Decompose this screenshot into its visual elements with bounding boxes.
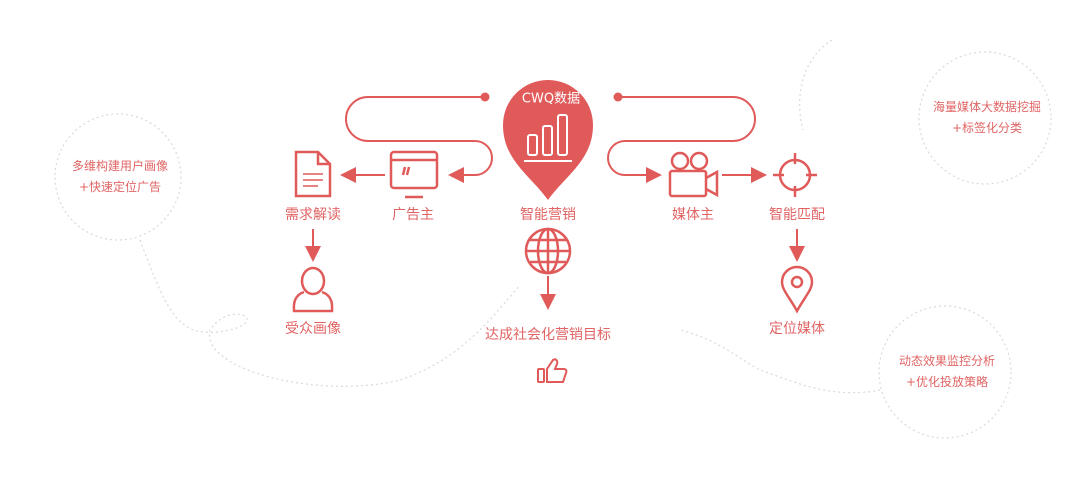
- bar-chart-icon: [524, 114, 572, 162]
- note-line: 海量媒体大数据挖掘: [932, 100, 1042, 114]
- note-circle-bottom-right: [878, 305, 1012, 439]
- crosshair-icon: [773, 153, 817, 197]
- matching-label: 智能匹配: [769, 207, 825, 223]
- left-flow-line: [345, 96, 493, 183]
- note-line: +优化投放策略: [905, 375, 989, 389]
- document-icon: [294, 150, 332, 198]
- note-circle-left: [54, 113, 182, 241]
- dotted-path-top-right: [799, 39, 833, 131]
- note-line: 动态效果监控分析: [898, 354, 996, 368]
- person-icon: [292, 266, 334, 313]
- advertiser-label: 广告主: [392, 207, 434, 223]
- right-flow-line: [607, 96, 756, 183]
- hub-title: CWQ数据: [521, 91, 581, 107]
- dotted-path-left: [139, 239, 521, 387]
- media-owner-label: 媒体主: [672, 207, 714, 223]
- positioning-label: 定位媒体: [769, 321, 825, 337]
- note-line: +快速定位广告: [78, 180, 162, 194]
- monitor-icon: [389, 150, 439, 199]
- note-circle-top-right: [918, 51, 1052, 185]
- dotted-path-bottom-right: [679, 329, 881, 394]
- map-pin-icon: [780, 265, 814, 314]
- thumbs-up-icon: [537, 358, 568, 383]
- audience-label: 受众画像: [285, 321, 341, 337]
- hub-pin: [503, 80, 593, 200]
- note-bottom-right: 动态效果监控分析 +优化投放策略: [899, 351, 995, 393]
- note-left: 多维构建用户画像 +快速定位广告: [72, 156, 168, 198]
- hub-label: 智能营销: [520, 207, 576, 223]
- note-top-right: 海量媒体大数据挖掘 +标签化分类: [933, 97, 1041, 139]
- globe-icon: [524, 227, 572, 275]
- video-camera-icon: [668, 151, 719, 198]
- goal-label: 达成社会化营销目标: [485, 327, 611, 343]
- needs-label: 需求解读: [285, 207, 341, 223]
- note-line: 多维构建用户画像: [71, 159, 169, 173]
- note-line: +标签化分类: [951, 121, 1023, 135]
